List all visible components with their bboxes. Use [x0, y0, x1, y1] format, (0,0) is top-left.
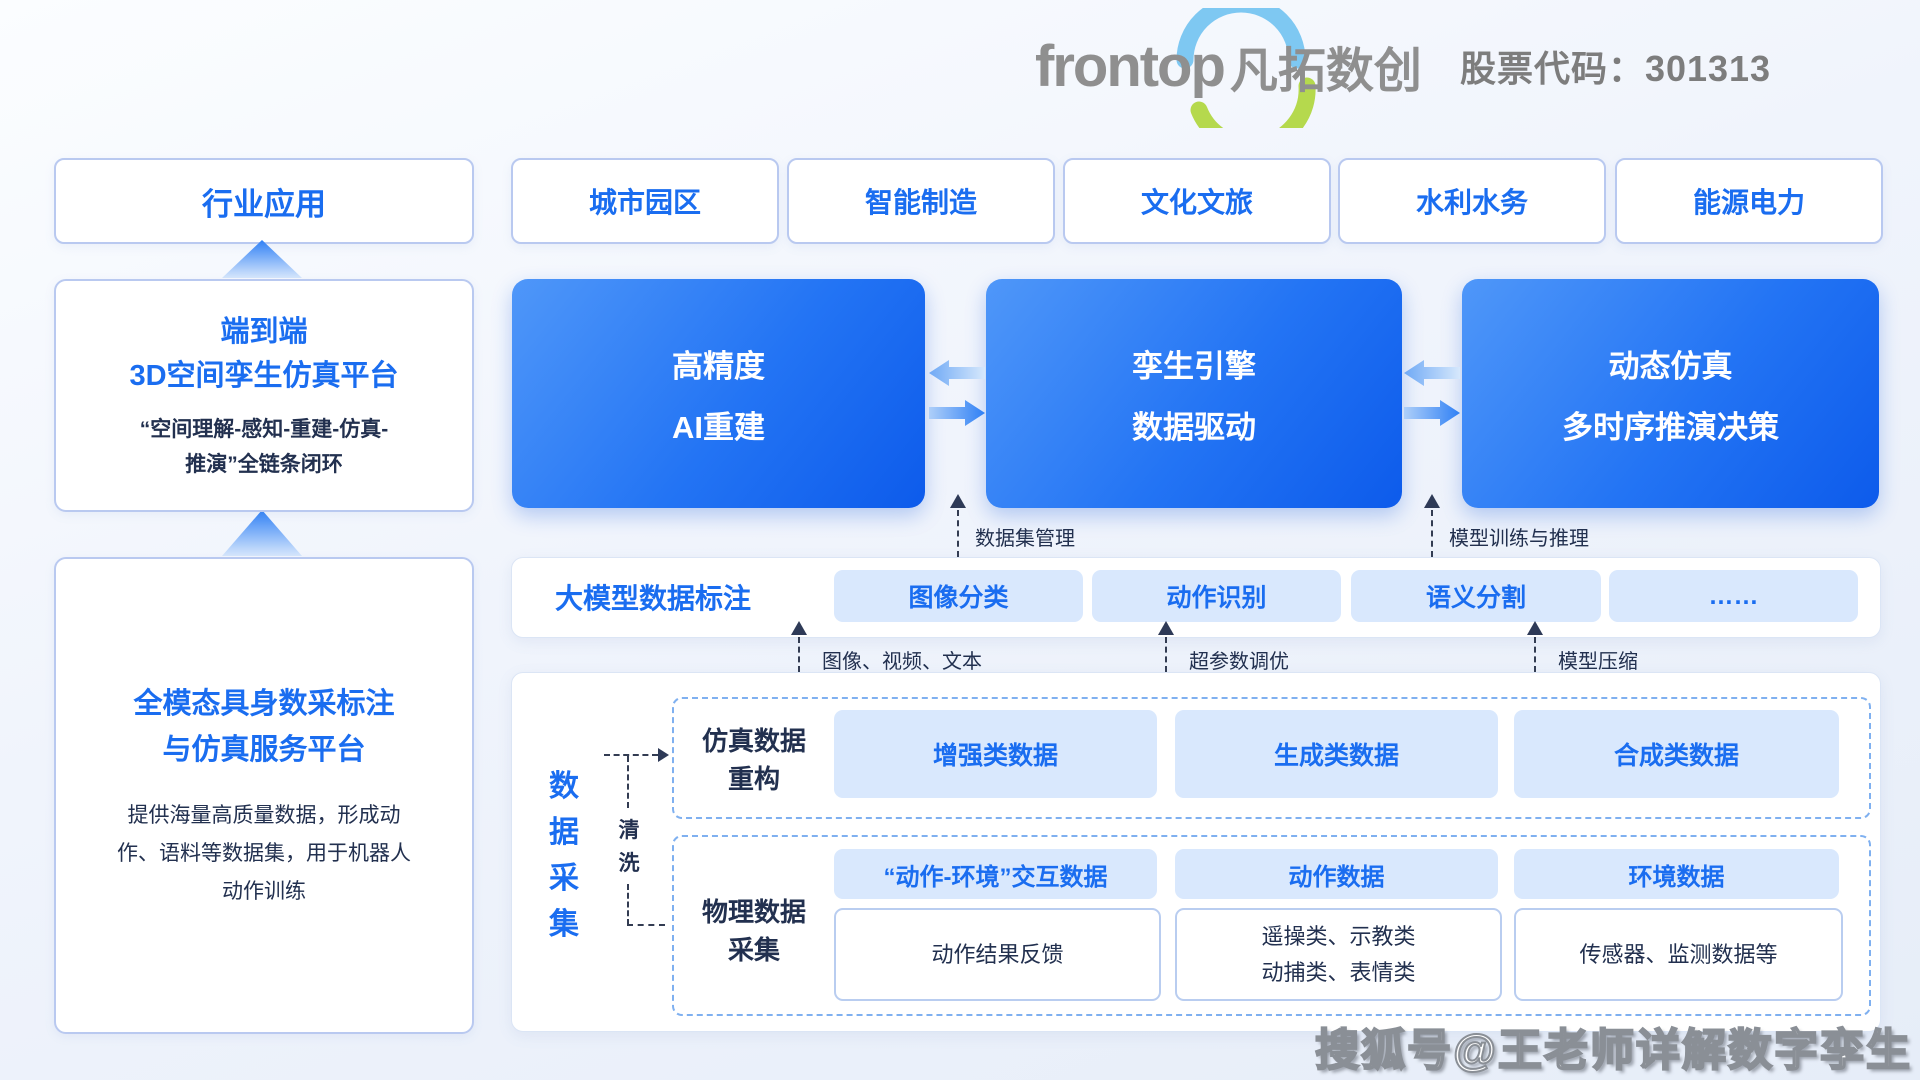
simulation-group-label: 仿真数据 重构	[678, 722, 830, 798]
connector-label-dataset-management: 数据集管理	[975, 528, 1075, 550]
sim-pill-generated-data: 生成类数据	[1175, 710, 1498, 798]
engine-box-ai-reconstruction: 高精度 AI重建	[512, 279, 925, 508]
data-collection-vertical-label: 数据采集	[549, 770, 579, 941]
connector-label-model-compression: 模型压缩	[1558, 651, 1638, 673]
connector-arrowhead-icon	[1424, 494, 1440, 508]
dashed-connector	[604, 754, 658, 756]
platform1-title-line2: 3D空间孪生仿真平台	[129, 359, 399, 392]
up-arrow-icon	[222, 240, 302, 278]
physical-group-label-line1: 物理数据	[701, 897, 806, 927]
dashed-connector	[1431, 510, 1433, 557]
connector-arrowhead-icon	[1527, 621, 1543, 635]
sector-box-culture-tourism: 文化文旅	[1063, 158, 1331, 244]
frontop-logo: frontop 凡拓数创	[1035, 8, 1422, 128]
dashed-connector	[798, 637, 800, 672]
sector-box-energy-power: 能源电力	[1615, 158, 1883, 244]
dashed-connector	[1165, 637, 1167, 672]
header: frontop 凡拓数创 股票代码：301313	[1035, 8, 1885, 128]
engine-box-dynamic-simulation: 动态仿真 多时序推演决策	[1462, 279, 1879, 508]
dashed-connector	[627, 924, 665, 926]
platform2-title-line1: 全模态具身数采标注	[133, 687, 395, 720]
phys-box3-line1: 传感器、监测数据等	[1579, 941, 1778, 967]
physical-group-label-line2: 采集	[727, 935, 780, 965]
logo-wordmark: frontop	[1035, 33, 1226, 99]
platform2-title-line2: 与仿真服务平台	[162, 733, 366, 766]
platform1-subtitle-line1: “空间理解-感知-重建-仿真-	[139, 417, 389, 441]
platform2-desc-line1: 提供海量高质量数据，形成动	[127, 803, 401, 827]
industry-application-box: 行业应用	[54, 158, 474, 244]
dashed-connector	[627, 756, 629, 808]
physical-group-label: 物理数据 采集	[678, 893, 830, 969]
simulation-group-label-line1: 仿真数据	[701, 726, 806, 756]
sohu-watermark: 搜狐号@王老师详解数字孪生	[1314, 1025, 1912, 1076]
bidirectional-arrow-icon	[1404, 360, 1460, 426]
platform-box-embodied-data: 全模态具身数采标注 与仿真服务平台 提供海量高质量数据，形成动 作、语料等数据集…	[54, 557, 474, 1034]
sector-box-city-campus: 城市园区	[511, 158, 779, 244]
phys-box-teleop-mocap: 遥操类、示教类 动捕类、表情类	[1175, 908, 1502, 1001]
stock-code: 股票代码：301313	[1459, 48, 1772, 89]
simulation-group-label-line2: 重构	[727, 764, 780, 794]
connector-label-image-video-text: 图像、视频、文本	[822, 651, 982, 673]
phys-box2-line2: 动捕类、表情类	[1261, 959, 1416, 985]
logo-swoosh-icon	[1176, 8, 1316, 128]
phys-pill-environment-data: 环境数据	[1514, 849, 1839, 899]
logo-cn-name: 凡拓数创	[1229, 45, 1422, 98]
connector-arrowhead-icon	[1158, 621, 1174, 635]
platform2-desc-line3: 动作训练	[222, 879, 306, 903]
platform1-title-line1: 端到端	[220, 315, 308, 348]
connector-arrowhead-icon	[791, 621, 807, 635]
sector-box-smart-manufacturing: 智能制造	[787, 158, 1055, 244]
annotation-pill-ellipsis: ……	[1609, 570, 1858, 622]
connector-arrowhead-icon	[658, 748, 669, 762]
platform2-desc-line2: 作、语料等数据集，用于机器人	[117, 841, 411, 865]
phys-box-action-feedback: 动作结果反馈	[834, 908, 1161, 1001]
connector-label-model-training: 模型训练与推理	[1449, 528, 1589, 550]
annotation-pill-image-classification: 图像分类	[834, 570, 1083, 622]
physical-data-group	[672, 835, 1871, 1016]
dashed-connector	[1534, 637, 1536, 672]
phys-pill-action-data: 动作数据	[1175, 849, 1498, 899]
connector-arrowhead-icon	[950, 494, 966, 508]
engine1-line2: AI重建	[672, 409, 765, 445]
engine-box-twin-engine: 孪生引擎 数据驱动	[986, 279, 1402, 508]
dashed-connector	[627, 884, 629, 925]
dashed-connector	[957, 510, 959, 557]
engine2-line1: 孪生引擎	[1132, 348, 1256, 384]
engine2-line2: 数据驱动	[1132, 409, 1256, 445]
platform-box-3d-twin: 端到端 3D空间孪生仿真平台 “空间理解-感知-重建-仿真- 推演”全链条闭环	[54, 279, 474, 512]
platform1-subtitle-line2: 推演”全链条闭环	[185, 452, 343, 476]
simulation-data-group	[672, 697, 1871, 819]
sim-pill-augmented-data: 增强类数据	[834, 710, 1157, 798]
annotation-pill-semantic-segmentation: 语义分割	[1351, 570, 1601, 622]
phys-box1-line1: 动作结果反馈	[931, 941, 1064, 967]
phys-box-sensor-monitoring: 传感器、监测数据等	[1514, 908, 1843, 1001]
phys-box2-line1: 遥操类、示教类	[1261, 923, 1416, 949]
sector-box-water-conservancy: 水利水务	[1338, 158, 1606, 244]
bidirectional-arrow-icon	[929, 360, 985, 426]
sim-pill-synthetic-data: 合成类数据	[1514, 710, 1839, 798]
annotation-row-label: 大模型数据标注	[555, 582, 752, 614]
clean-step-label: 清洗	[618, 819, 640, 875]
connector-label-hyperparameter-tuning: 超参数调优	[1189, 651, 1289, 673]
engine3-line2: 多时序推演决策	[1562, 409, 1779, 445]
up-arrow-icon	[222, 510, 302, 556]
annotation-pill-action-recognition: 动作识别	[1092, 570, 1341, 622]
phys-pill-action-env-interaction: “动作-环境”交互数据	[834, 849, 1157, 899]
engine1-line1: 高精度	[672, 348, 765, 384]
engine3-line1: 动态仿真	[1608, 348, 1733, 384]
